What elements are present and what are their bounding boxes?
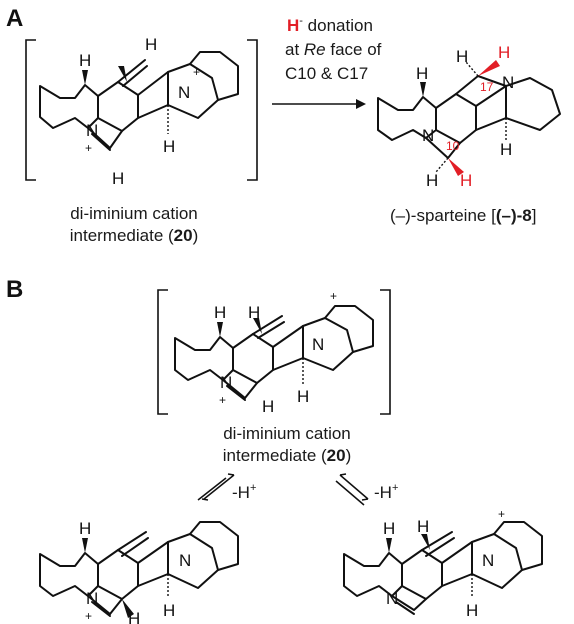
atom-H: H (262, 397, 274, 416)
enamine-structure-right (343, 521, 543, 615)
atom-H: H (416, 64, 428, 83)
left-bracket (157, 289, 168, 415)
reaction-condition-line-3: C10 & C17 (285, 64, 368, 83)
panel-b-caption-line-1: di-iminium cation (223, 424, 351, 443)
reaction-condition-line-1: H- donation (287, 15, 373, 35)
atom-H: H (426, 171, 438, 190)
deprotonation-label-left: -H+ (232, 482, 256, 502)
atom-N: N (386, 589, 398, 608)
atom-N: N (312, 335, 324, 354)
atom-N: N (86, 589, 98, 608)
atom-H: H (466, 601, 478, 620)
atom-N: N (422, 126, 434, 145)
atom-H: H (500, 140, 512, 159)
deprotonation-label-right: -H+ (374, 482, 398, 502)
atom-H: H (383, 519, 395, 538)
atom-H: H (214, 303, 226, 322)
atom-N: N (220, 373, 232, 392)
atom-H: H (456, 47, 468, 66)
atom-H: H (79, 519, 91, 538)
right-bracket (247, 39, 258, 181)
atom-H: H (112, 169, 124, 188)
reactant-caption-line-1: di-iminium cation (70, 204, 198, 223)
panel-b-caption-line-2: intermediate (20) (223, 446, 352, 465)
locant-10: 10 (446, 139, 460, 153)
charge-plus: + (193, 65, 200, 79)
charge-plus: + (498, 507, 505, 521)
atom-H: H (297, 387, 309, 406)
charge-plus: + (85, 141, 92, 155)
left-bracket (25, 39, 36, 181)
equilibrium-arrow-right (335, 473, 369, 506)
charge-plus: + (85, 609, 92, 623)
atom-N: N (482, 551, 494, 570)
reaction-arrowhead (356, 99, 366, 109)
panel-a-label: A (6, 5, 23, 32)
atom-H-red: H (460, 171, 472, 190)
diiminium-cation-structure-b (174, 305, 374, 401)
atom-H: H (163, 137, 175, 156)
atom-H: H (163, 601, 175, 620)
atom-H: H (417, 517, 429, 536)
atom-N: N (86, 121, 98, 140)
panel-b-label: B (6, 276, 23, 303)
atom-H: H (79, 51, 91, 70)
enamine-structure-left (39, 521, 239, 618)
reaction-condition-line-2: at Re face of (285, 40, 382, 59)
atom-N: N (502, 73, 514, 92)
charge-plus: + (219, 393, 226, 407)
atom-H: H (128, 609, 140, 624)
atom-H-red: H (498, 43, 510, 62)
atom-H: H (248, 303, 260, 322)
locant-17: 17 (480, 80, 494, 94)
atom-N: N (178, 83, 190, 102)
sparteine-structure (377, 60, 561, 176)
charge-plus: + (330, 289, 337, 303)
product-caption: (–)-sparteine [(–)-8] (390, 206, 536, 225)
atom-N: N (179, 551, 191, 570)
equilibrium-arrow-left (197, 473, 235, 501)
right-bracket (380, 289, 391, 415)
reactant-caption-line-2: intermediate (20) (70, 226, 199, 245)
atom-H: H (145, 35, 157, 54)
diiminium-cation-structure (39, 51, 239, 151)
